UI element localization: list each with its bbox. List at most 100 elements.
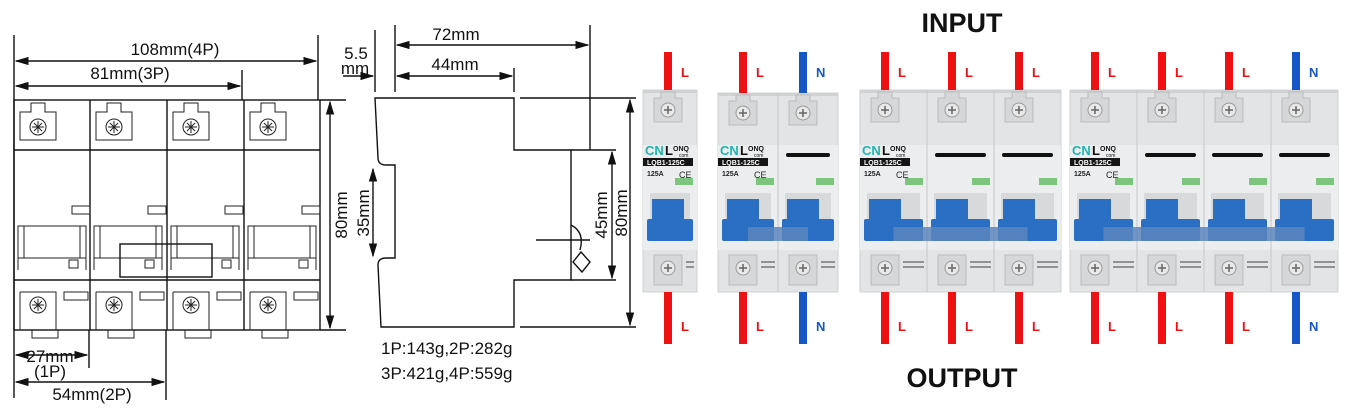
din-clip-icon: [570, 224, 583, 251]
screw-icon: [182, 118, 200, 136]
wire-label-top: L: [1032, 65, 1040, 80]
model-number: LQB1-125C: [722, 160, 760, 167]
screw-cross: [1292, 106, 1300, 114]
brand-cn: CN: [1072, 143, 1091, 158]
screw-slot: [262, 299, 274, 311]
tie-bar: [1103, 227, 1305, 241]
model-plate: [643, 158, 693, 166]
toggle-handle: [647, 219, 693, 241]
screw-icon: [259, 296, 277, 314]
wire-label-top: L: [681, 65, 689, 80]
screw-icon: [259, 118, 277, 136]
toggle-lever: [1280, 199, 1312, 221]
wire-entry-slot: [1247, 261, 1268, 268]
tie-bar: [748, 227, 808, 241]
wire-top-n: [799, 52, 807, 93]
current-rating: 125A: [647, 171, 664, 178]
screw-cross: [1015, 264, 1023, 272]
wire-label-top: L: [756, 65, 764, 80]
status-indicator: [1316, 178, 1334, 185]
label-strip: [786, 153, 830, 157]
brand-onq: ONQ: [1100, 146, 1117, 153]
toggle-lever: [1003, 199, 1035, 221]
wire-label-bottom: L: [1242, 319, 1250, 334]
rail-clip: [184, 330, 212, 339]
current-rating: 125A: [864, 171, 881, 178]
terminal-outline: [19, 102, 57, 141]
ce-mark: CE: [896, 170, 909, 180]
terminal-outline: [95, 291, 133, 330]
brand-l: L: [665, 143, 673, 158]
wire-top-l: [1225, 52, 1233, 90]
wire-entry-slot: [216, 291, 242, 301]
screw-cross: [1292, 264, 1300, 272]
wire-entry-slot: [1037, 261, 1058, 268]
toggle-lever: [1079, 199, 1111, 221]
toggle-lever: [1213, 199, 1245, 221]
dimension-depth-front: 44mm: [431, 55, 478, 74]
status-indicator: [1039, 178, 1057, 185]
screw-cross: [1225, 264, 1233, 272]
brand-com: com: [1106, 153, 1115, 159]
dimension-height: 80mm: [332, 191, 351, 238]
ce-mark: CE: [1106, 170, 1119, 180]
screw-cross: [1158, 106, 1166, 114]
screw-icon: [29, 296, 47, 314]
brand-com: com: [754, 153, 763, 159]
brand-cn: CN: [862, 143, 881, 158]
wire-label-bottom: L: [681, 319, 689, 334]
wire-top-l: [739, 52, 747, 93]
brand-cn: CN: [720, 143, 739, 158]
indicator-slot: [224, 205, 244, 215]
wire-label-top: L: [965, 65, 973, 80]
handle-latch: [68, 259, 79, 269]
brand-cn: CN: [645, 143, 664, 158]
screw-icon: [105, 118, 123, 136]
current-rating: 125A: [722, 171, 739, 178]
status-indicator: [1115, 178, 1133, 185]
terminal-outline: [95, 102, 133, 141]
toggle-lever: [787, 199, 819, 221]
wire-entry-slot: [686, 261, 694, 268]
model-number: LQB1-125C: [1074, 160, 1112, 167]
wire-top-l: [1158, 52, 1166, 90]
wire-top-l: [1091, 52, 1099, 90]
wire-entry-slot: [1314, 261, 1335, 268]
label-strip: [935, 153, 986, 157]
handle-outline: [247, 225, 317, 270]
wire-label-bottom: N: [816, 319, 825, 334]
toggle-lever: [652, 199, 684, 221]
indicator-slot: [301, 205, 321, 215]
brand-l: L: [1092, 143, 1100, 158]
wire-label-top: N: [1309, 65, 1318, 80]
screw-slot: [185, 121, 197, 133]
wire-bottom-n: [1292, 292, 1300, 344]
rail-clip: [31, 330, 59, 339]
terminal-outline: [19, 291, 57, 330]
output-label: OUTPUT: [907, 363, 1019, 393]
brand-onq: ONQ: [748, 146, 765, 153]
screw-cross: [1015, 106, 1023, 114]
screw-cross: [1225, 106, 1233, 114]
wire-label-bottom: N: [1309, 319, 1318, 334]
ce-mark: CE: [679, 170, 692, 180]
wire-bottom-l: [1158, 292, 1166, 344]
toggle-lever: [1146, 199, 1178, 221]
dimension-width-1p: 27mm: [26, 347, 73, 366]
input-label: INPUT: [922, 8, 1004, 38]
tie-bar: [893, 227, 1028, 241]
terminal-outline: [172, 102, 210, 141]
screw-cross: [799, 109, 807, 117]
handle-latch: [221, 259, 232, 269]
handle-outline: [93, 225, 163, 270]
status-indicator: [972, 178, 990, 185]
screw-icon: [182, 296, 200, 314]
weights-line-2: 3P:421g,4P:559g: [381, 364, 512, 383]
wire-entry-slot: [903, 261, 924, 268]
screw-cross: [1091, 264, 1099, 272]
wire-label-bottom: L: [1108, 319, 1116, 334]
dimension-front-height: 45mm: [592, 191, 611, 238]
